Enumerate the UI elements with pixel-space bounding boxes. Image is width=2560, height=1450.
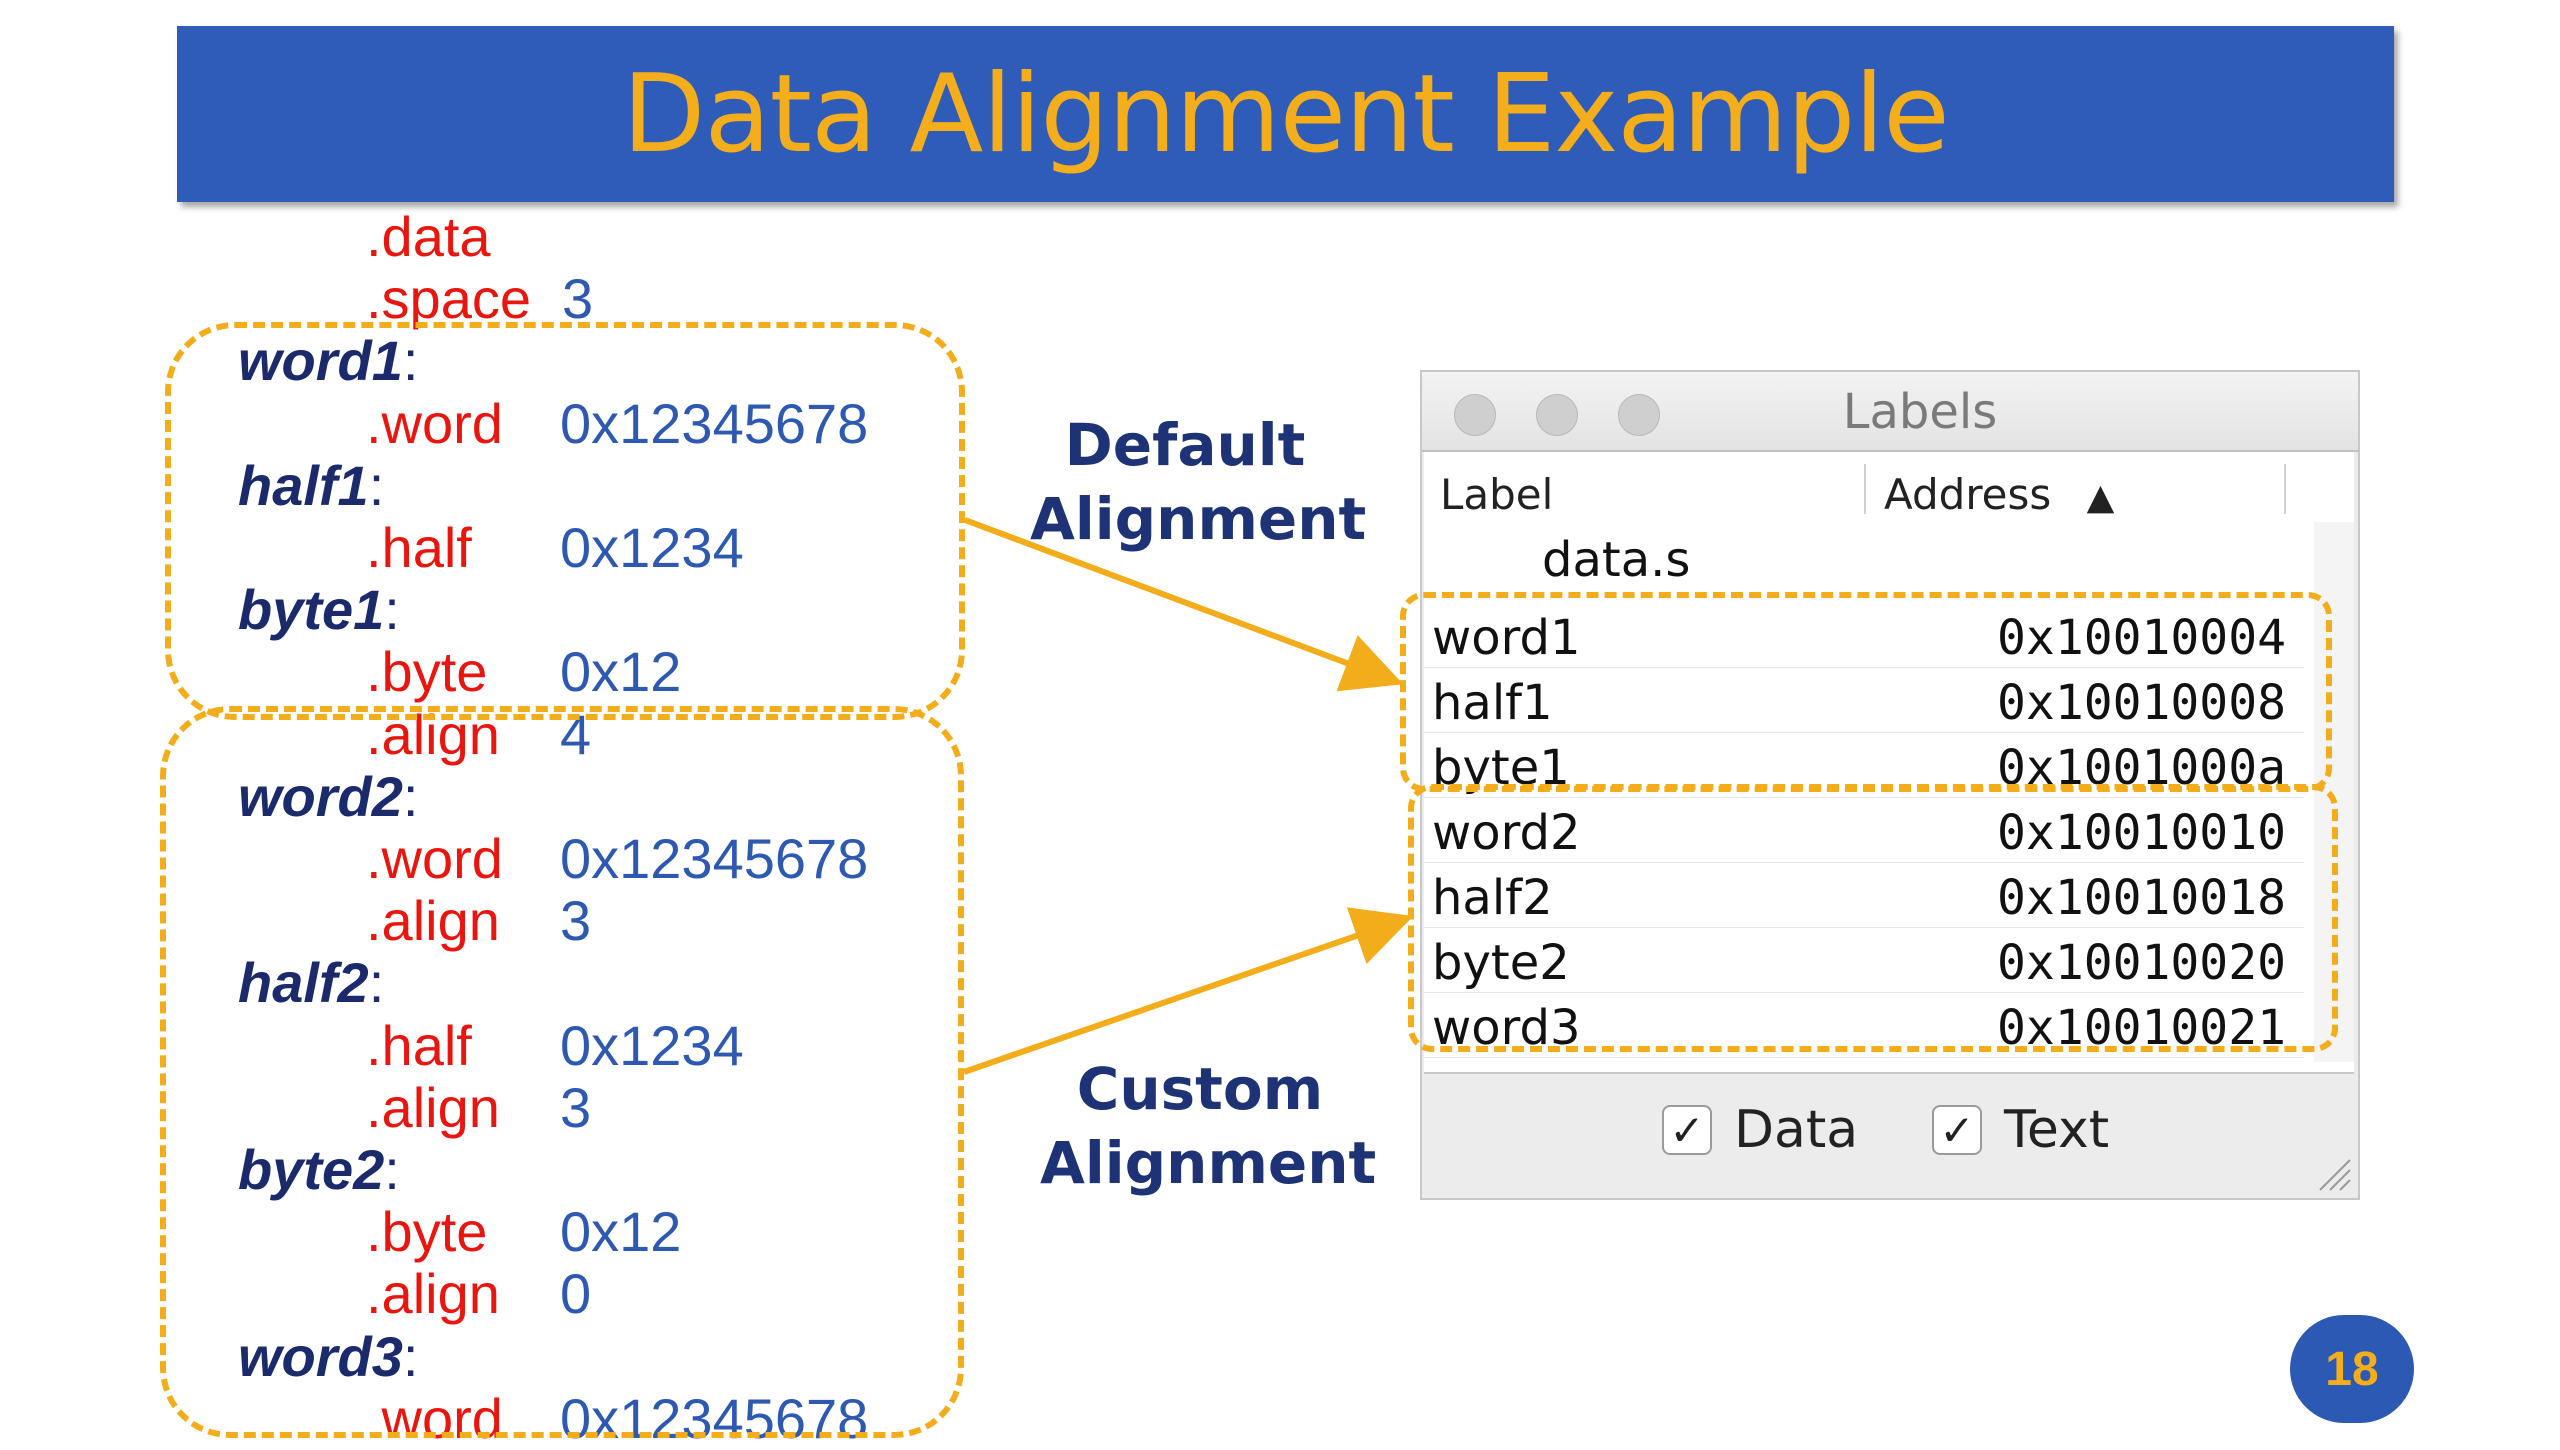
slide-title: Data Alignment Example (622, 51, 1949, 177)
code-label: word1 (238, 329, 403, 393)
default-alignment-box (165, 322, 965, 720)
title-banner: Data Alignment Example (177, 26, 2394, 202)
address-header-label: Address (1884, 470, 2052, 519)
row-address: 0x10010018 (1997, 870, 2286, 926)
code-directive: .align (366, 889, 500, 953)
code-directive: .align (366, 702, 500, 766)
row-address: 0x10010020 (1997, 935, 2286, 991)
minimize-button[interactable] (1536, 394, 1578, 436)
code-value: 4 (560, 702, 592, 766)
row-address: 0x10010010 (1997, 805, 2286, 861)
code-label: byte2 (238, 1138, 385, 1201)
row-label: byte2 (1432, 935, 1570, 991)
code-directive-line: .word 0x12345678 (366, 391, 868, 455)
code-value: 3 (562, 267, 594, 331)
code-directive-line: .half 0x1234 (366, 516, 744, 579)
code-value: 0x12 (560, 1200, 682, 1264)
page-number-badge: 18 (2290, 1315, 2414, 1423)
code-directive-line: .align 3 (366, 1075, 591, 1139)
code-value: 0x12345678 (560, 1386, 869, 1450)
table-row[interactable]: byte2 0x10010020 (1424, 929, 2304, 993)
code-directive: .word (366, 391, 503, 455)
code-directive-line: .word 0x12345678 (366, 1386, 868, 1450)
code-directive: .byte (366, 1200, 488, 1264)
code-directive: .byte (366, 640, 488, 704)
code-label-line: byte1: (238, 578, 400, 642)
code-label-line: byte2: (238, 1138, 400, 1201)
code-directive-line: .half 0x1234 (366, 1013, 744, 1077)
row-label: half2 (1432, 870, 1553, 926)
row-label: half1 (1432, 675, 1553, 731)
labels-window: Labels Label Address ▲ data.s word1 0x100… (1420, 370, 2360, 1200)
checkbox-text[interactable]: ✓ Text (1932, 1100, 2109, 1160)
code-directive: .half (366, 1013, 472, 1077)
close-button[interactable] (1454, 394, 1496, 436)
checkbox-data-box[interactable]: ✓ (1662, 1105, 1712, 1155)
row-label: word2 (1432, 805, 1581, 861)
code-value: 0x1234 (560, 1013, 744, 1077)
row-label: word1 (1432, 610, 1581, 666)
custom-alignment-box (160, 706, 964, 1438)
code-label-line: half2: (238, 951, 385, 1015)
code-directive-line: .word 0x12345678 (366, 827, 868, 890)
code-directive-line: .byte 0x12 (366, 640, 681, 704)
triangle-up-icon: ▲ (2086, 477, 2115, 518)
code-value: 3 (560, 889, 592, 953)
column-header-address[interactable]: Address ▲ (1884, 470, 2114, 519)
code-value: 0x12345678 (560, 827, 869, 890)
code-directive: .align (366, 1075, 500, 1139)
row-address: 0x10010004 (1997, 610, 2286, 666)
code-label: half1 (238, 453, 369, 517)
checkbox-text-box[interactable]: ✓ (1932, 1105, 1982, 1155)
table-row[interactable]: word2 0x10010010 (1424, 799, 2304, 863)
table-row[interactable]: word1 0x10010004 (1424, 604, 2304, 668)
code-label-line: word2: (238, 764, 419, 828)
code-label: word2 (238, 764, 403, 828)
code-directive: .space (366, 267, 531, 331)
checkbox-data[interactable]: ✓ Data (1662, 1100, 1858, 1160)
window-titlebar: Labels (1422, 372, 2358, 452)
code-directive: .word (366, 1386, 503, 1450)
code-label-line: half1: (238, 453, 385, 517)
code-label: word3 (238, 1324, 403, 1388)
code-directive-line: .align 0 (366, 1262, 591, 1326)
code-directive-line: .align 3 (366, 889, 591, 953)
code-label-line: word3: (238, 1324, 419, 1388)
code-directive-line: .align 4 (366, 702, 591, 766)
code-directive: .align (366, 1262, 500, 1326)
maximize-button[interactable] (1618, 394, 1660, 436)
table-row[interactable]: half2 0x10010018 (1424, 864, 2304, 928)
custom-alignment-caption: Custom Alignment (1040, 1055, 1377, 1197)
checkbox-data-label: Data (1734, 1100, 1859, 1160)
code-label: half2 (238, 951, 369, 1015)
code-value: 0x12 (560, 640, 682, 704)
column-divider[interactable] (1864, 464, 1866, 514)
checkbox-text-label: Text (2004, 1100, 2110, 1160)
default-alignment-arrow (963, 517, 1404, 692)
code-directive-line: .space 3 (366, 267, 593, 331)
default-alignment-caption: Default Alignment (1030, 411, 1367, 553)
code-directive: .data (366, 205, 491, 268)
code-directive-line: .byte 0x12 (366, 1200, 681, 1264)
code-directive: .word (366, 827, 503, 890)
resize-grip-icon[interactable] (2312, 1152, 2352, 1192)
code-label-line: word1: (238, 329, 419, 393)
code-label: byte1 (238, 578, 385, 642)
window-title: Labels (1842, 384, 1998, 440)
custom-alignment-arrow (963, 907, 1414, 1075)
code-directive: .half (366, 516, 472, 579)
column-header-label[interactable]: Label (1440, 470, 1554, 519)
column-divider[interactable] (2284, 464, 2286, 514)
code-value: 0x12345678 (560, 391, 869, 455)
code-value: 3 (560, 1075, 592, 1139)
code-directive-line: .data (366, 206, 491, 268)
row-address: 0x10010008 (1997, 675, 2286, 731)
code-value: 0 (560, 1262, 592, 1326)
file-group-label: data.s (1542, 532, 1691, 588)
table-row[interactable]: half1 0x10010008 (1424, 669, 2304, 733)
code-value: 0x1234 (560, 516, 744, 579)
